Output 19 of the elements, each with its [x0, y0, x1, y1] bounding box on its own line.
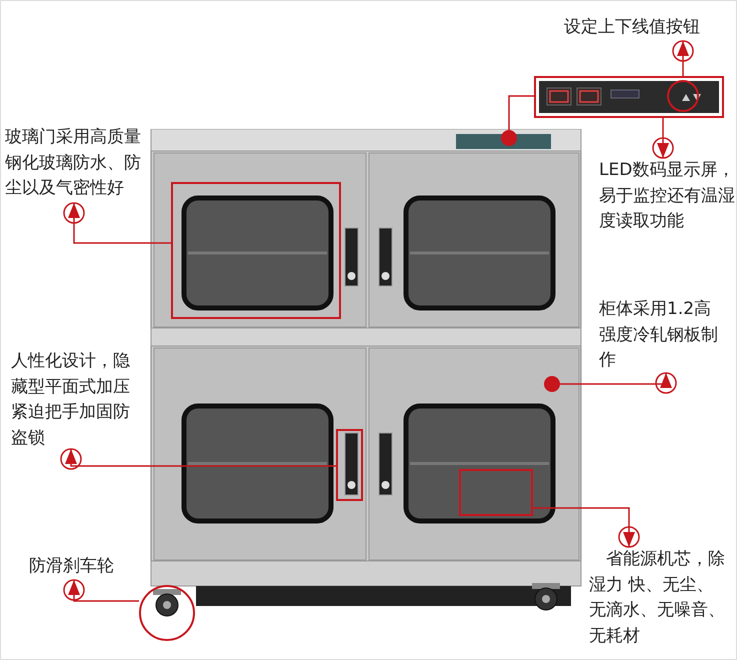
leader-line [560, 372, 677, 394]
callout-text: 玻璃门采用高质量钢化玻璃防水、防尘以及气密性好 [5, 125, 155, 203]
leader-line [508, 95, 534, 130]
leader-line [60, 448, 336, 470]
highlight-circle [667, 80, 699, 112]
callout-text: LED数码显示屏，易于监控还有温湿度读取功能 [599, 158, 736, 228]
callout-text: 人性化设计，隐藏型平面式加压紧迫把手加固防盗锁 [11, 349, 136, 449]
leader-line [533, 507, 640, 548]
highlight-frame [459, 469, 533, 516]
leader-line [63, 579, 139, 602]
callout-text: 设定上下线值按钮 [564, 15, 714, 41]
leader-line [652, 118, 674, 159]
callout-text: 柜体采用1.2高强度冷轧钢板制作 [599, 297, 724, 373]
callout-text: 省能源机芯，除湿力 快、无尘、无滴水、无噪音、无耗材 [589, 547, 729, 653]
leader-line [63, 202, 171, 244]
highlight-frame [336, 429, 363, 501]
highlight-frame [171, 182, 341, 319]
highlight-circle [139, 585, 195, 641]
callout-text: 防滑刹车轮 [29, 554, 129, 580]
